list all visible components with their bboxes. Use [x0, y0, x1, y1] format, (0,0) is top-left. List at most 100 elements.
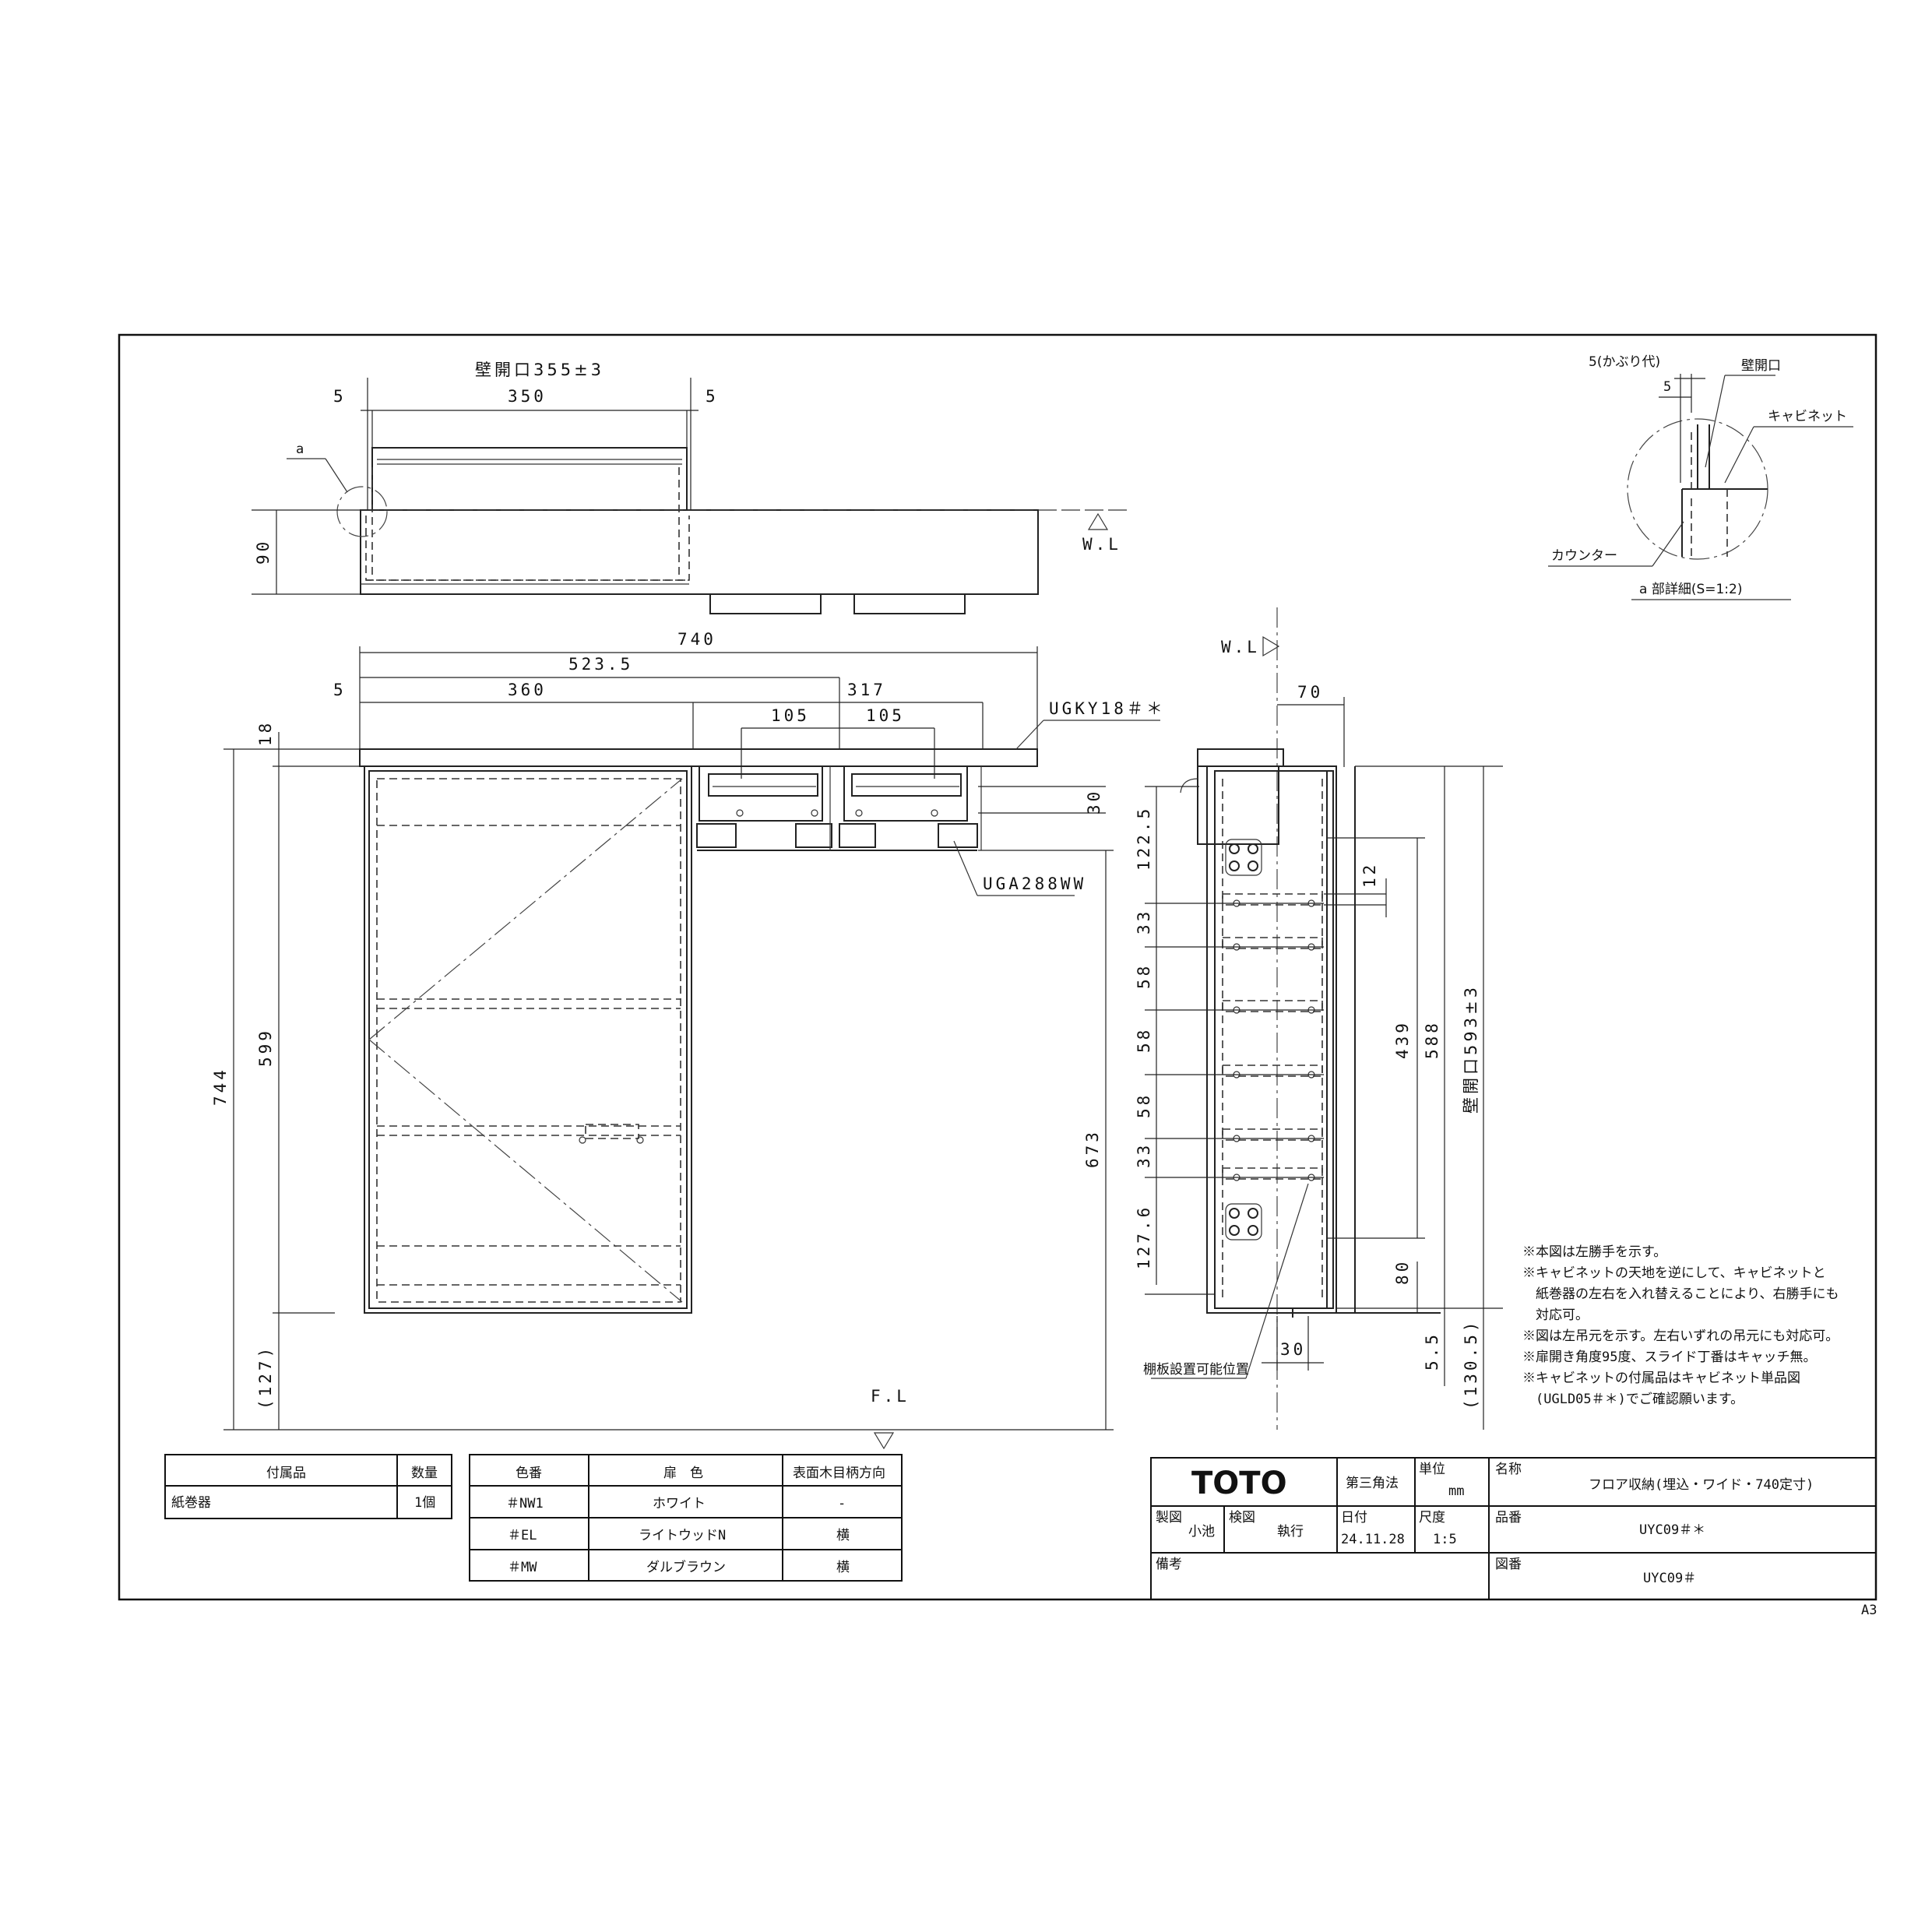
- dim-317: 317: [847, 681, 886, 699]
- dim-673: 673: [1083, 1129, 1102, 1168]
- table-cell: 横: [836, 1560, 850, 1575]
- dim-80: 80: [1393, 1259, 1412, 1285]
- unit-label: 単位: [1419, 1462, 1445, 1477]
- scale-value: 1:5: [1433, 1532, 1457, 1547]
- dim-105-left: 105: [771, 706, 810, 725]
- drawn-value: 小池: [1188, 1524, 1215, 1540]
- paper-size-label: A3: [1861, 1603, 1877, 1618]
- note-line: 紙巻器の左右を入れ替えることにより、右勝手にも: [1522, 1286, 1839, 1302]
- drawing-number: UYC09＃: [1643, 1571, 1696, 1586]
- note-line: ※図は左吊元を示す。左右いずれの吊元にも対応可。: [1522, 1328, 1839, 1344]
- note-line: ※扉開き角度95度、スライド丁番はキャッチ無。: [1522, 1350, 1816, 1365]
- dim-127-6: 127.6: [1135, 1205, 1153, 1269]
- note-line: ※キャビネットの付属品はキャビネット単品図: [1522, 1371, 1800, 1386]
- wall-opening-label: 壁開口: [1741, 358, 1781, 374]
- shelf-positions: [1222, 893, 1323, 1181]
- table-cell: ライトウッドN: [639, 1528, 726, 1543]
- date-value: 24.11.28: [1341, 1532, 1405, 1547]
- product-number-label: 品番: [1495, 1510, 1522, 1526]
- dim-overlap-5: 5(かぶり代): [1589, 354, 1660, 370]
- dim-105-right: 105: [866, 706, 905, 725]
- note-line: 対応可。: [1522, 1307, 1589, 1323]
- shelf-positions-label: 棚板設置可能位置: [1143, 1362, 1249, 1378]
- checked-value: 執行: [1277, 1524, 1304, 1540]
- counter-label: カウンター: [1551, 548, 1617, 564]
- date-label: 日付: [1341, 1510, 1367, 1526]
- front-view: 740 523.5 5 360 317 105 105 UGKY18＃＊ UGA…: [211, 630, 1166, 1450]
- plan-view: a 壁開口355±3 5 350 5 90 W.L: [252, 361, 1129, 614]
- dim-744: 744: [211, 1067, 230, 1106]
- note-line: ※キャビネットの天地を逆にして、キャビネットと: [1522, 1265, 1826, 1281]
- table-cell: 横: [836, 1528, 850, 1543]
- product-name: フロア収納(埋込・ワイド・740定寸): [1589, 1477, 1814, 1493]
- drawing-number-label: 図番: [1495, 1557, 1522, 1572]
- notes-block: ※本図は左勝手を示す。 ※キャビネットの天地を逆にして、キャビネットと 紙巻器の…: [1522, 1244, 1839, 1407]
- holder-part-number: UGA288WW: [983, 875, 1086, 893]
- color-table: 色番 扉 色 表面木目柄方向 ＃NW1 ホワイト - ＃EL ライトウッドN 横…: [469, 1454, 903, 1582]
- product-number: UYC09＃＊: [1639, 1522, 1705, 1538]
- table-cell: -: [838, 1496, 846, 1511]
- hinge-bottom: [1225, 1203, 1262, 1240]
- title-block: TOTO 第三角法 単位 mm 名称 フロア収納(埋込・ワイド・740定寸) 製…: [1150, 1457, 1877, 1600]
- scale-label: 尺度: [1419, 1510, 1445, 1526]
- wl-label-side: W.L: [1221, 638, 1260, 656]
- table-cell: 1個: [414, 1495, 435, 1511]
- checked-label: 検図: [1229, 1510, 1255, 1526]
- dim-33-bottom: 33: [1135, 1142, 1153, 1168]
- dim-523-5: 523.5: [568, 655, 633, 674]
- detail-a-caption: a 部詳細(S=1:2): [1639, 582, 1742, 597]
- dim-122-5: 122.5: [1135, 806, 1153, 871]
- table-cell: ＃NW1: [506, 1496, 544, 1511]
- dim-58-2: 58: [1135, 1027, 1153, 1053]
- dim-58-1: 58: [1135, 963, 1153, 989]
- wl-label-plan: W.L: [1082, 535, 1121, 554]
- dim-5-5: 5.5: [1423, 1332, 1441, 1371]
- table-cell: ダルブラウン: [646, 1559, 726, 1575]
- dim-wall-opening-593: 壁開口593±3: [1462, 984, 1480, 1114]
- table-cell: ＃EL: [508, 1528, 537, 1543]
- dim-5-front: 5: [333, 681, 347, 699]
- hinge-top: [1225, 839, 1262, 876]
- counter-part-number: UGKY18＃＊: [1049, 699, 1166, 718]
- table-header: 色番: [516, 1466, 542, 1481]
- table-header: 数量: [411, 1466, 438, 1481]
- dim-5-detail: 5: [1663, 379, 1671, 395]
- dim-350: 350: [508, 387, 547, 406]
- dim-30-side: 30: [1280, 1340, 1306, 1359]
- dim-360: 360: [508, 681, 547, 699]
- dim-90: 90: [254, 539, 273, 565]
- dim-599: 599: [256, 1028, 275, 1067]
- detail-a-view: 5(かぶり代) 5 壁開口 キャビネット カウンター a 部詳細(S=1:2): [1548, 354, 1853, 600]
- dim-740: 740: [677, 630, 716, 649]
- drawn-label: 製図: [1156, 1510, 1182, 1526]
- table-header: 付属品: [266, 1466, 306, 1481]
- remarks-label: 備考: [1156, 1557, 1182, 1572]
- name-label: 名称: [1495, 1462, 1522, 1477]
- dim-30-front: 30: [1085, 789, 1103, 815]
- dim-127: (127): [256, 1345, 275, 1409]
- toto-logo: TOTO: [1191, 1466, 1287, 1501]
- dim-439: 439: [1393, 1020, 1412, 1059]
- dim-5-right: 5: [706, 387, 719, 406]
- table-header: 表面木目柄方向: [793, 1466, 885, 1481]
- detail-a-callout: a: [296, 442, 304, 457]
- dim-wall-opening-355: 壁開口355±3: [475, 361, 604, 379]
- unit-value: mm: [1448, 1483, 1464, 1499]
- dim-12: 12: [1360, 862, 1379, 888]
- dim-588: 588: [1423, 1020, 1441, 1059]
- table-cell: ホワイト: [653, 1496, 706, 1511]
- dim-33-top: 33: [1135, 909, 1153, 934]
- note-line: (UGLD05＃＊)でご確認願います。: [1522, 1392, 1744, 1407]
- accessories-table: 付属品 数量 紙巻器 1個: [164, 1454, 452, 1519]
- fl-label: F.L: [871, 1387, 910, 1406]
- note-line: ※本図は左勝手を示す。: [1522, 1244, 1666, 1260]
- table-header: 扉 色: [663, 1466, 703, 1481]
- side-view: W.L 70: [1135, 607, 1503, 1430]
- dim-18: 18: [256, 720, 275, 746]
- dim-5-left: 5: [333, 387, 347, 406]
- cabinet-label: キャビネット: [1768, 409, 1847, 424]
- table-cell: 紙巻器: [171, 1495, 211, 1511]
- table-cell: ＃MW: [508, 1560, 537, 1575]
- dim-130-5: (130.5): [1462, 1318, 1480, 1409]
